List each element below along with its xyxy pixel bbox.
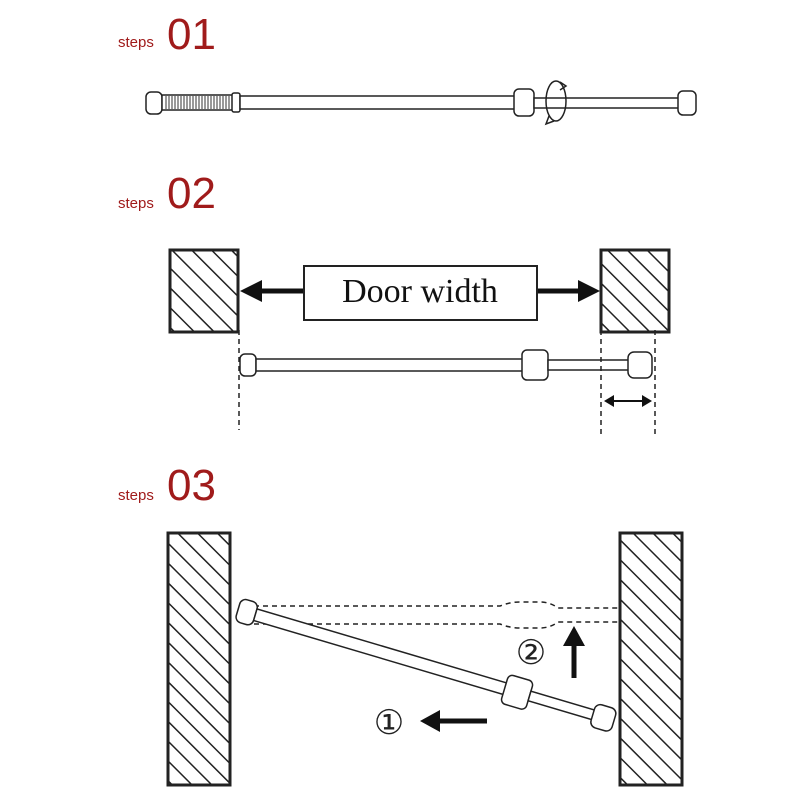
step-03-rod (235, 598, 617, 732)
step-02-right-wall (599, 248, 671, 334)
step-03-heading: steps 03 (118, 461, 216, 510)
step-02-rod (239, 349, 653, 381)
step-number: 02 (167, 169, 216, 218)
arrow-up-icon (563, 626, 585, 678)
step-03-left-wall (166, 531, 232, 787)
step-number: 03 (167, 461, 216, 510)
step-number: 01 (167, 10, 216, 59)
door-width-box (303, 265, 538, 321)
step-marker-2: ② (516, 633, 546, 673)
step-marker-1: ① (374, 703, 404, 743)
step-01-rod (145, 88, 697, 117)
door-width-label: Door width (342, 273, 498, 310)
rotate-arrow-icon (544, 80, 568, 126)
step-03-right-wall (618, 531, 684, 787)
step-01-heading: steps 01 (118, 10, 216, 59)
step-word: steps (118, 34, 154, 51)
step-02-left-wall (168, 248, 240, 334)
double-arrow-icon (604, 395, 652, 407)
door-width-arrow (240, 280, 600, 302)
step-word: steps (118, 195, 154, 212)
step-word: steps (118, 487, 154, 504)
rod-target-outline (245, 601, 620, 629)
thread-section (165, 96, 230, 109)
arrow-left-icon (420, 710, 487, 732)
step-02-heading: steps 02 (118, 169, 216, 218)
measure-guides (238, 330, 656, 435)
